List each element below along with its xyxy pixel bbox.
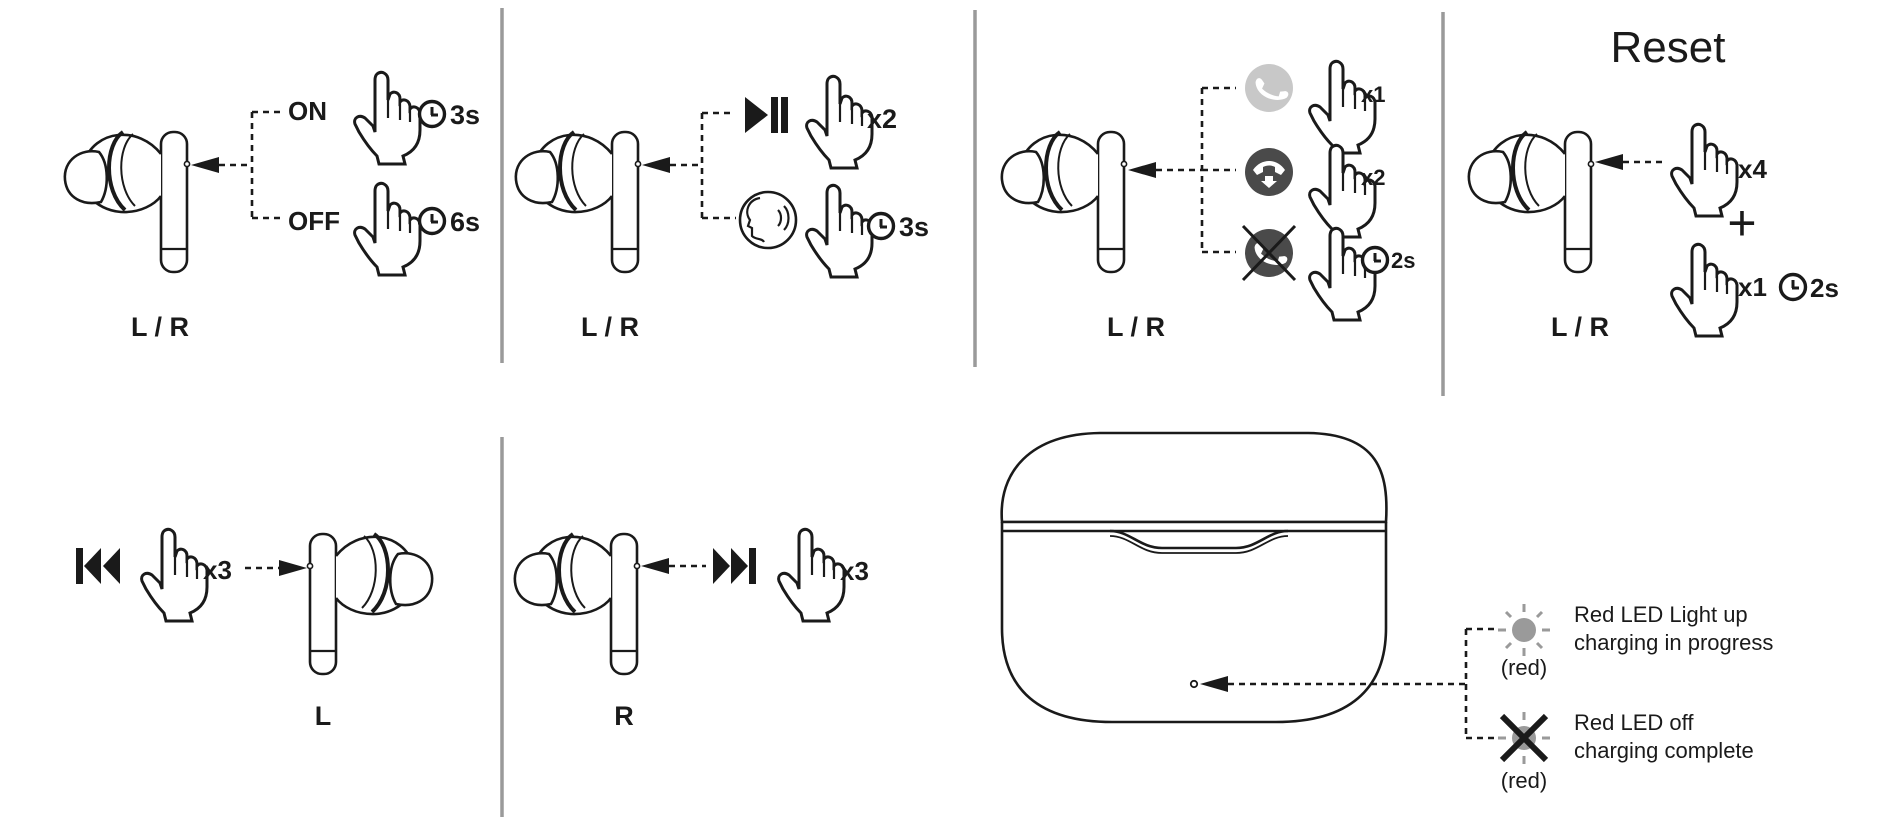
previous-track-icon <box>76 548 120 584</box>
side-label: R <box>614 701 634 731</box>
clock-icon <box>1360 245 1390 275</box>
reset-step2-count: x1 <box>1738 272 1767 302</box>
led-on-color-label: (red) <box>1501 655 1547 680</box>
tap-hand-icon <box>1308 226 1377 322</box>
reset-title: Reset <box>1611 23 1726 72</box>
led-on-status-line1: Red LED Light up <box>1574 602 1748 627</box>
reset-panel: Reset x4 + x1 2s L / R <box>1466 23 1839 342</box>
connector-line <box>670 111 736 220</box>
clock-icon <box>417 206 447 236</box>
arrow-icon <box>279 560 307 576</box>
power-on-label: ON <box>288 96 327 126</box>
clock-icon <box>866 211 896 241</box>
tap-hand-icon <box>1670 242 1739 338</box>
arrow-icon <box>1595 154 1623 170</box>
reject-call-time: 2s <box>1391 248 1415 273</box>
reset-step1-count: x4 <box>1738 154 1767 184</box>
earbud-illustration <box>305 532 435 676</box>
plus-sign: + <box>1727 195 1756 251</box>
earbud-illustration <box>62 130 192 274</box>
tap-hand-icon <box>1308 143 1377 239</box>
hang-up-count: x2 <box>1361 165 1385 190</box>
voice-assistant-time: 3s <box>899 212 929 242</box>
playback-panel: x2 3s L / R <box>513 74 929 342</box>
reset-step2-time: 2s <box>1810 273 1839 303</box>
previous-track-count: x3 <box>203 555 232 585</box>
tap-hand-icon <box>805 74 874 170</box>
tap-hand-icon <box>805 183 874 279</box>
power-on-time: 3s <box>450 100 480 130</box>
clock-icon <box>417 99 447 129</box>
hang-up-icon <box>1245 148 1293 196</box>
next-track-panel: x3 R <box>512 527 869 731</box>
earbud-illustration <box>1466 130 1596 274</box>
connector-line <box>219 110 282 220</box>
arrow-icon <box>641 558 669 574</box>
answer-call-icon <box>1245 64 1293 112</box>
reject-call-icon <box>1241 224 1297 282</box>
answer-call-count: x1 <box>1361 82 1385 107</box>
next-track-count: x3 <box>840 556 869 586</box>
side-label: L / R <box>1107 312 1165 342</box>
tap-hand-icon <box>777 527 846 623</box>
connector-line <box>1156 86 1236 254</box>
earbud-illustration <box>513 130 643 274</box>
led-off-status-line1: Red LED off <box>1574 710 1694 735</box>
tap-hand-icon <box>353 70 422 166</box>
power-panel: ON 3s OFF 6s L / R <box>62 70 480 342</box>
side-label: L / R <box>131 312 189 342</box>
led-on-status-line2: charging in progress <box>1574 630 1773 655</box>
arrow-icon <box>1128 162 1156 178</box>
side-label: L <box>315 701 332 731</box>
led-on-icon <box>1498 604 1550 656</box>
led-off-icon <box>1498 712 1550 764</box>
arrow-icon <box>642 157 670 173</box>
led-off-color-label: (red) <box>1501 768 1547 793</box>
power-off-label: OFF <box>288 206 340 236</box>
tap-hand-icon <box>353 181 422 277</box>
earbud-illustration <box>999 130 1129 274</box>
play-pause-icon <box>745 97 788 133</box>
earbud-illustration <box>512 532 642 676</box>
calls-panel: x1 x2 2s L / R <box>999 59 1415 342</box>
led-off-status-line2: charging complete <box>1574 738 1754 763</box>
next-track-icon <box>713 548 756 584</box>
charging-case-panel: (red) Red LED Light up charging in progr… <box>1000 431 1773 793</box>
play-pause-count: x2 <box>867 104 897 134</box>
clock-icon <box>1778 272 1808 302</box>
tap-hand-icon <box>140 527 209 623</box>
tap-hand-icon <box>1308 59 1377 155</box>
arrow-icon <box>191 157 219 173</box>
side-label: L / R <box>581 312 639 342</box>
charging-case-illustration <box>1000 431 1388 724</box>
previous-track-panel: x3 L <box>76 527 435 731</box>
side-label: L / R <box>1551 312 1609 342</box>
voice-assistant-icon <box>738 190 798 250</box>
power-off-time: 6s <box>450 207 480 237</box>
